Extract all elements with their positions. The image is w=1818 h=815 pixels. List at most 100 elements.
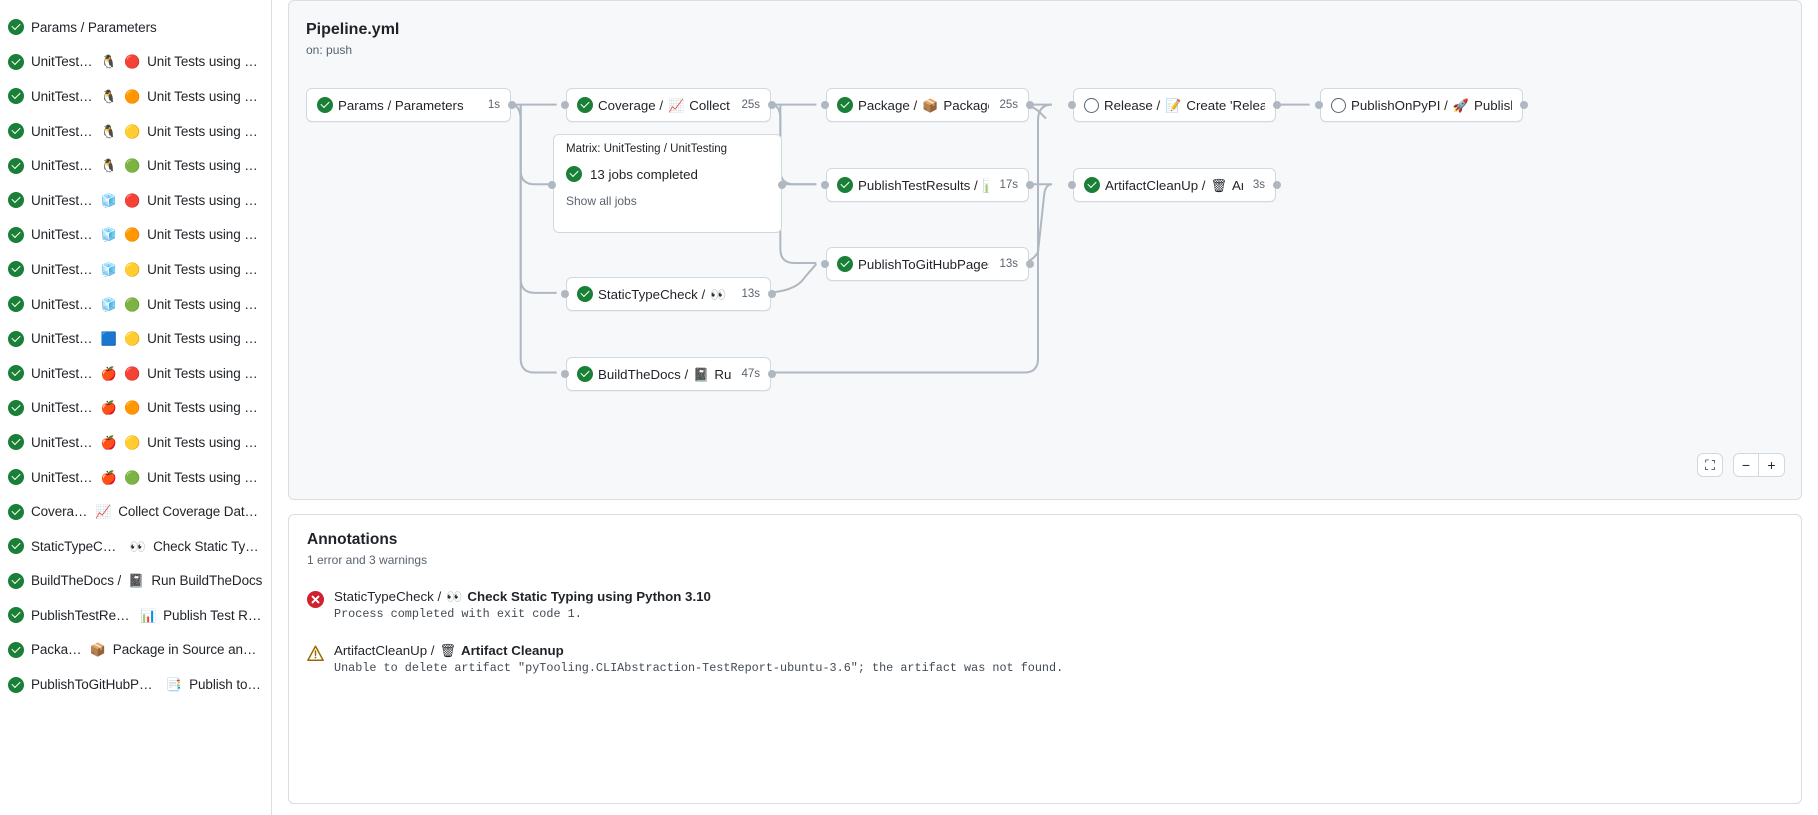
- annotation-message: Unable to delete artifact "pyTooling.CLI…: [334, 661, 1064, 675]
- annotation-step-name: Check Static Typing using Python 3.10: [467, 589, 711, 604]
- node-output-port: [1026, 260, 1034, 268]
- success-check-icon: [837, 256, 853, 272]
- sidebar-job-item[interactable]: UnitTesting / 🐧🟡Unit Tests using Pyth...: [0, 114, 271, 149]
- job-badge-icon: 🧊: [100, 296, 117, 312]
- sidebar-job-item[interactable]: UnitTesting / 🟦🟡Unit Tests using Pyth...: [0, 321, 271, 356]
- graph-node-label-wrap: PublishTestResults / 📊Pu...: [837, 177, 989, 193]
- success-check-icon: [577, 286, 593, 302]
- sidebar-job-item[interactable]: UnitTesting / 🐧🔴Unit Tests using Pyth...: [0, 45, 271, 80]
- warning-icon: [307, 645, 324, 662]
- graph-node-duration: 3s: [1252, 179, 1265, 191]
- success-check-icon: [577, 97, 593, 113]
- sidebar-job-label: UnitTesting /: [31, 261, 94, 277]
- success-check-icon: [577, 366, 593, 382]
- graph-node-step-name: Create 'Release P...: [1186, 97, 1265, 113]
- job-badge-icon: 🟦: [100, 331, 117, 347]
- sidebar-job-label: UnitTesting /: [31, 158, 94, 174]
- sidebar-job-label: UnitTesting /: [31, 192, 94, 208]
- success-check-icon: [8, 192, 24, 209]
- job-badge-icon: 📊: [139, 607, 157, 623]
- graph-node-duration: 25s: [741, 99, 760, 111]
- node-input-port: [821, 260, 829, 268]
- sidebar-job-suffix: Unit Tests using Pyth...: [147, 192, 263, 208]
- node-output-port: [1273, 181, 1281, 189]
- annotation-job-name: ArtifactCleanUp /: [334, 643, 435, 658]
- sidebar-job-item[interactable]: UnitTesting / 🍎🟠Unit Tests using Pyth...: [0, 391, 271, 426]
- success-check-icon: [837, 97, 853, 113]
- sidebar-job-label: PublishToGitHubPages /: [31, 677, 159, 693]
- graph-node-package[interactable]: Package / 📦Package in So...25s: [826, 88, 1029, 122]
- job-badge-icon: 🐧: [100, 158, 117, 174]
- zoom-in-button[interactable]: +: [1759, 453, 1785, 477]
- sidebar-job-item[interactable]: UnitTesting / 🧊🟢Unit Tests using Pyth...: [0, 287, 271, 322]
- graph-node-statictype[interactable]: StaticTypeCheck / 👀Chec... 13s: [566, 277, 771, 311]
- graph-node-pypi[interactable]: PublishOnPyPI / 🚀Publish to ...: [1320, 88, 1523, 122]
- sidebar-job-item[interactable]: Params / Parameters: [0, 10, 271, 45]
- sidebar-job-item[interactable]: BuildTheDocs / 📓Run BuildTheDocs: [0, 564, 271, 599]
- success-check-icon: [8, 434, 24, 451]
- job-badge-icon: 🟢: [123, 469, 141, 485]
- graph-node-publishtest[interactable]: PublishTestResults / 📊Pu... 17s: [826, 168, 1029, 202]
- sidebar-job-suffix: Publish Test Resu...: [163, 607, 263, 623]
- sidebar-job-suffix: Unit Tests using Pyth...: [147, 158, 263, 174]
- job-badge-icon: 📈: [95, 504, 112, 520]
- graph-node-emoji-icon: 📊: [983, 179, 990, 192]
- annotations-summary: 1 error and 3 warnings: [307, 553, 428, 567]
- success-check-icon: [8, 399, 24, 416]
- show-all-jobs-link[interactable]: Show all jobs: [566, 194, 637, 208]
- graph-node-builddocs[interactable]: BuildTheDocs / 📓Run Buil...47s: [566, 357, 771, 391]
- job-badge-icon: 🟢: [123, 296, 141, 312]
- sidebar-job-item[interactable]: UnitTesting / 🍎🔴Unit Tests using Pyth...: [0, 356, 271, 391]
- annotation-message: Process completed with exit code 1.: [334, 607, 582, 621]
- graph-node-label-wrap: Coverage / 📈Collect Cove...: [577, 97, 731, 113]
- sidebar-job-item[interactable]: UnitTesting / 🧊🔴Unit Tests using Pyth...: [0, 183, 271, 218]
- job-badge-icon: 🧊: [100, 192, 117, 208]
- sidebar-job-item[interactable]: UnitTesting / 🐧 🟢 Unit Tests using Pyth...: [0, 148, 271, 183]
- graph-node-label-wrap: Params / Parameters: [317, 97, 464, 113]
- success-check-icon: [8, 261, 24, 278]
- job-badge-icon: 🍎: [100, 469, 117, 485]
- graph-node-coverage[interactable]: Coverage / 📈Collect Cove... 25s: [566, 88, 771, 122]
- sidebar-job-item[interactable]: UnitTesting / 🍎🟢Unit Tests using Pyth...: [0, 460, 271, 495]
- sidebar-job-label: UnitTesting /: [31, 365, 94, 381]
- matrix-input-port: [548, 181, 556, 189]
- node-input-port: [1315, 101, 1323, 109]
- graph-node-duration: 13s: [741, 288, 760, 300]
- zoom-out-button[interactable]: −: [1733, 453, 1759, 477]
- graph-node-emoji-icon: 📓: [693, 366, 710, 382]
- job-badge-icon: 🍎: [100, 365, 117, 381]
- graph-node-name: Release /: [1104, 97, 1161, 113]
- graph-node-duration: 25s: [999, 99, 1018, 111]
- sidebar-job-item[interactable]: PublishToGitHubPages / 📑Publish to G...: [0, 667, 271, 702]
- sidebar-job-item[interactable]: StaticTypeCheck / 👀Check Static Typing..…: [0, 529, 271, 564]
- sidebar-job-item[interactable]: Package / 📦Package in Source and Wh...: [0, 633, 271, 668]
- job-badge-icon: 📑: [165, 677, 183, 693]
- job-badge-icon: 🟢: [123, 158, 141, 174]
- main-content: Pipeline.yml on: push: [272, 0, 1818, 815]
- sidebar-job-item[interactable]: Coverage / 📈Collect Coverage Data usi...: [0, 494, 271, 529]
- sidebar-job-item[interactable]: UnitTesting / 🍎🟡Unit Tests using Pyth...: [0, 425, 271, 460]
- sidebar-job-item[interactable]: UnitTesting / 🐧🟠Unit Tests using Pyth...: [0, 79, 271, 114]
- graph-node-publishpages[interactable]: PublishToGitHubPages / 📑...13s: [826, 247, 1029, 281]
- graph-node-step-name: Collect Cove...: [689, 97, 731, 113]
- success-check-icon: [8, 88, 24, 105]
- sidebar-job-label: Package /: [31, 642, 83, 658]
- graph-node-name: PublishOnPyPI /: [1351, 97, 1448, 113]
- matrix-jobs-label: 13 jobs completed: [590, 166, 698, 182]
- graph-node-label-wrap: StaticTypeCheck / 👀Chec...: [577, 286, 731, 302]
- graph-node-release[interactable]: Release / 📝Create 'Release P...: [1073, 88, 1276, 122]
- error-icon: [307, 591, 324, 608]
- sidebar-job-item[interactable]: PublishTestResults / 📊Publish Test Resu.…: [0, 598, 271, 633]
- graph-node-artifact[interactable]: ArtifactCleanUp / 🗑Artifac...3s: [1073, 168, 1276, 202]
- success-check-icon: [8, 469, 24, 486]
- graph-node-duration: 17s: [999, 179, 1018, 191]
- annotation-header: ArtifactCleanUp / 🗑Artifact Cleanup: [334, 643, 1063, 658]
- sidebar-job-item[interactable]: UnitTesting / 🧊🟠Unit Tests using Pyth...: [0, 218, 271, 253]
- sidebar-job-item[interactable]: UnitTesting / 🧊🟡Unit Tests using Pyth...: [0, 252, 271, 287]
- fullscreen-icon[interactable]: ⛶: [1697, 453, 1723, 477]
- node-input-port: [1068, 101, 1076, 109]
